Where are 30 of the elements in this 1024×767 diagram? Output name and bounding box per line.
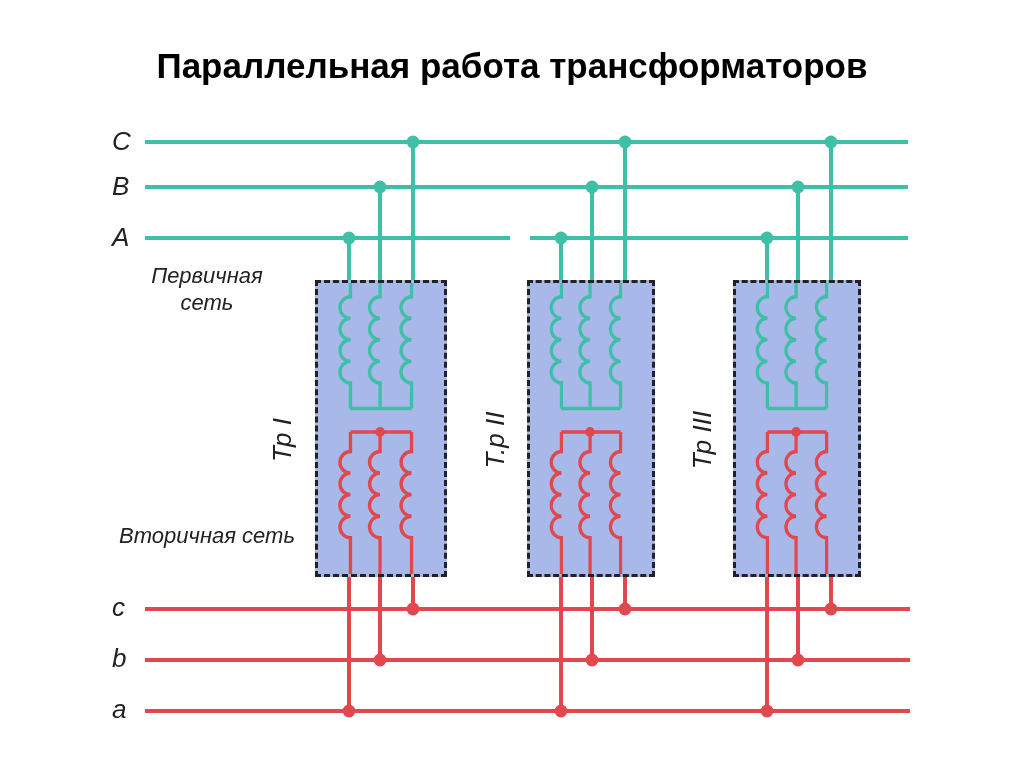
wire: [824, 577, 838, 616]
wire: [760, 231, 774, 280]
phase-label: A: [112, 222, 130, 252]
wire: [618, 135, 632, 280]
wire: [342, 231, 356, 280]
wire: [760, 577, 774, 718]
wire: [373, 180, 387, 280]
wire: [585, 577, 599, 667]
wire: [373, 577, 387, 667]
phase-label: B: [112, 171, 130, 201]
wire: [791, 577, 805, 667]
wire: [791, 180, 805, 280]
wire: [554, 231, 568, 280]
wire: [406, 577, 420, 616]
phase-label: a: [112, 694, 127, 724]
wire: [824, 135, 838, 280]
network-label: Вторичная сеть: [118, 522, 296, 549]
wire: [406, 135, 420, 280]
wire: [554, 577, 568, 718]
phase-label: C: [112, 126, 131, 156]
network-label: Первичная сеть: [150, 262, 264, 316]
transformer-label: Т.р II: [478, 411, 511, 469]
transformer-label: Тр III: [685, 410, 718, 470]
wire: [618, 577, 632, 616]
phase-label: b: [112, 643, 127, 673]
title: Параллельная работа трансформаторов: [155, 45, 869, 87]
wire: [585, 180, 599, 280]
transformer-label: Тр I: [265, 418, 298, 462]
phase-label: c: [112, 592, 125, 622]
wire: [342, 577, 356, 718]
